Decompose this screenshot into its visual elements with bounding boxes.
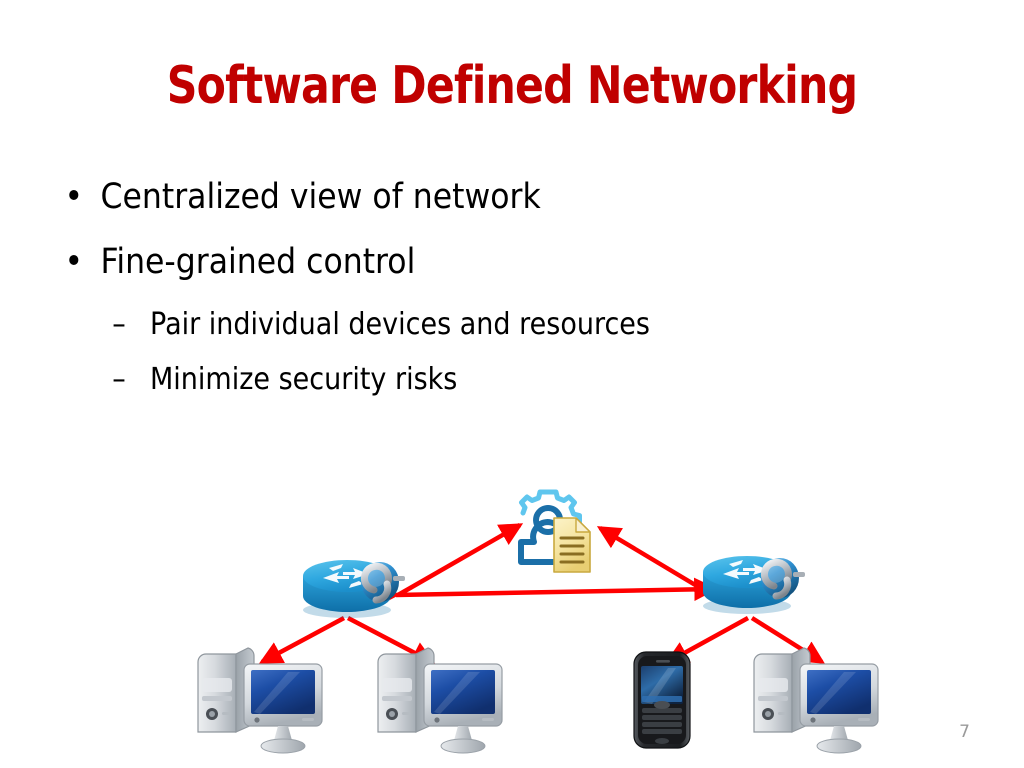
router-badge-icon [760,558,805,600]
desktop-computer-icon [197,647,323,754]
link-router-right-controller [596,526,714,597]
list-item-label: Minimize security risks [150,362,458,397]
document-icon [553,517,591,573]
router-icon [703,556,805,614]
link-router-left-pc-1 [258,616,346,664]
link-router-left-router-right [375,577,718,608]
slide-number: 7 [959,722,970,742]
desktop-computer-icon [377,647,503,754]
list-item: • Centralized view of network [60,180,870,215]
dash-marker-icon: – [112,362,126,397]
diagram-links [258,523,826,664]
link-router-left-controller [396,523,524,597]
list-item: – Pair individual devices and resources [60,310,870,340]
computer-monitor-icon [799,663,879,754]
bullet-marker-icon: • [64,177,84,217]
computer-monitor-icon [423,663,503,754]
list-item-label: Pair individual devices and resources [150,307,650,342]
list-item: – Minimize security risks [60,365,870,395]
router-icon [303,560,405,618]
bullet-marker-icon: • [64,242,84,282]
sdn-controller-icon [518,489,591,573]
router-badge-icon [360,562,405,604]
page-title: Software Defined Networking [166,56,858,116]
network-diagram [0,470,1024,760]
list-item-label: Fine-grained control [100,242,416,282]
desktop-computer-icon [753,647,879,754]
list-item: • Fine-grained control [60,245,870,280]
dash-marker-icon: – [112,307,126,342]
mobile-phone-icon [633,651,691,749]
bullet-list: • Centralized view of network • Fine-gra… [60,180,960,420]
computer-monitor-icon [243,663,323,754]
list-item-label: Centralized view of network [100,177,541,217]
